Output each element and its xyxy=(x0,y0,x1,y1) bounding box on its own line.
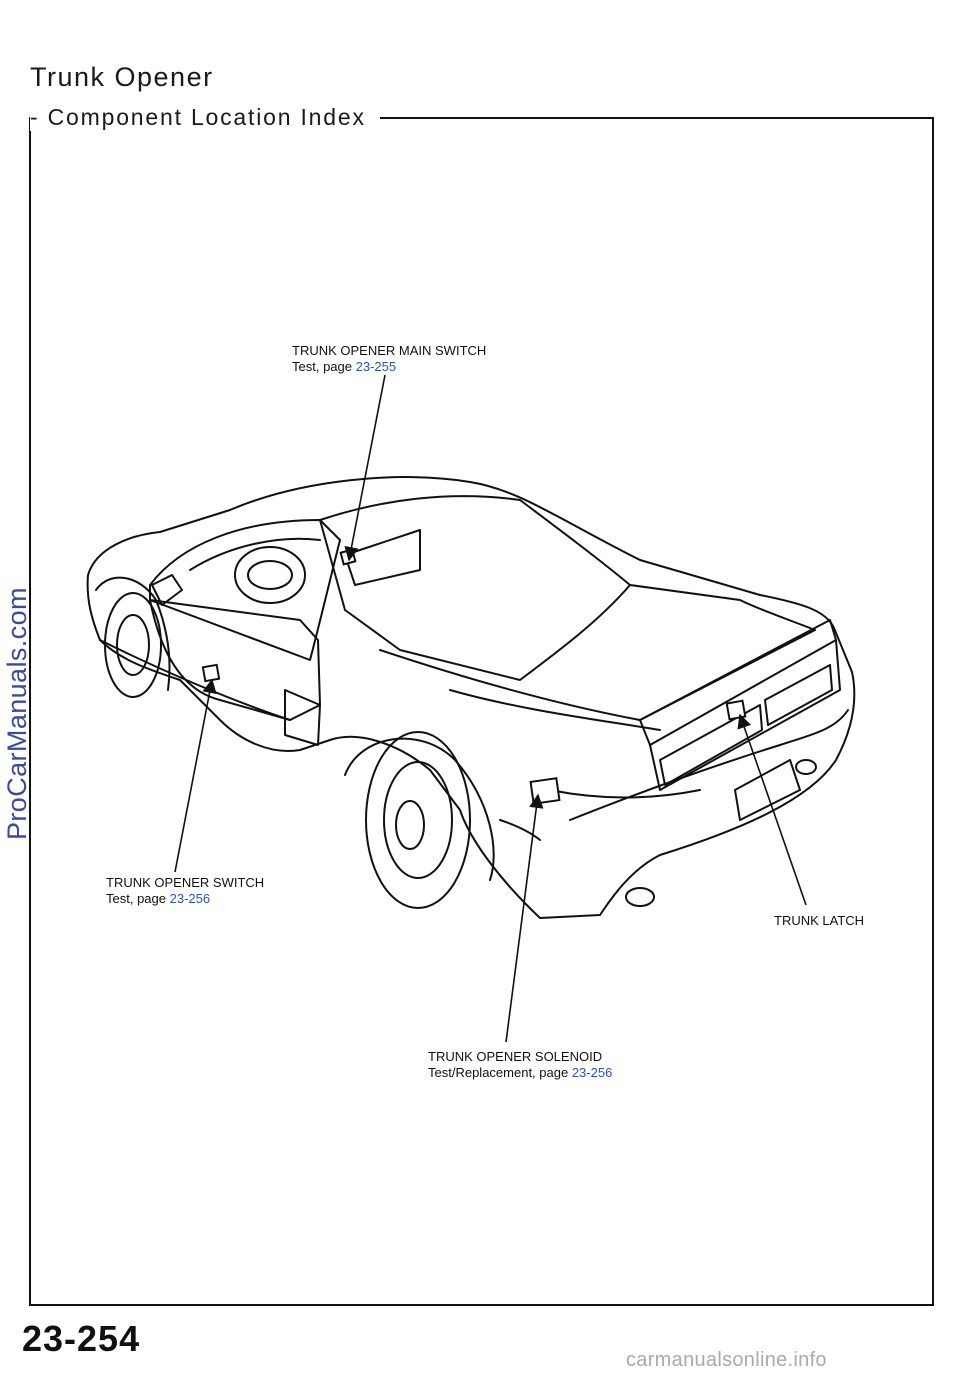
latch-name: TRUNK LATCH xyxy=(774,913,865,928)
leader-main-switch xyxy=(344,374,386,562)
car-body-outline xyxy=(86,476,856,919)
callout-main-switch: TRUNK OPENER MAIN SWITCH Test, page 23-2… xyxy=(292,343,486,375)
rear-spoiler xyxy=(639,619,837,746)
solenoid-prefix: Test/Replacement, page xyxy=(428,1065,569,1080)
main-switch-name: TRUNK OPENER MAIN SWITCH xyxy=(292,343,487,358)
opener-switch-marker xyxy=(201,663,221,683)
opener-switch-prefix: Test, page xyxy=(106,891,166,906)
section-subtitle: - Component Location Index xyxy=(30,104,380,131)
watermark: ProCarManuals.com xyxy=(2,587,32,840)
front-wheel xyxy=(104,592,162,698)
roof xyxy=(319,495,631,681)
exhaust-right xyxy=(795,759,817,775)
callout-latch: TRUNK LATCH xyxy=(774,913,864,929)
leader-solenoid xyxy=(505,793,544,1043)
solenoid-marker xyxy=(529,777,561,805)
opener-switch-page-link[interactable]: 23-256 xyxy=(169,891,211,906)
leader-latch xyxy=(737,713,807,906)
diagram-frame xyxy=(29,117,934,1306)
main-switch-page-link[interactable]: 23-255 xyxy=(355,359,397,374)
main-switch-prefix: Test, page xyxy=(292,359,352,374)
steering-wheel xyxy=(234,546,306,604)
footer-site: carmanualsonline.info xyxy=(626,1349,827,1371)
tail-lights xyxy=(659,704,763,786)
component-markers xyxy=(201,548,747,805)
solenoid-page-link[interactable]: 23-256 xyxy=(571,1065,613,1080)
side-intake xyxy=(499,819,541,841)
rear-deck xyxy=(379,584,816,721)
callout-solenoid: TRUNK OPENER SOLENOID Test/Replacement, … xyxy=(428,1049,612,1081)
callout-opener-switch: TRUNK OPENER SWITCH Test, page 23-256 xyxy=(106,875,264,907)
solenoid-name: TRUNK OPENER SOLENOID xyxy=(428,1049,603,1064)
opener-switch-name: TRUNK OPENER SWITCH xyxy=(106,875,265,890)
latch-marker xyxy=(725,699,747,721)
leader-opener-switch xyxy=(174,678,217,873)
main-switch-marker xyxy=(339,548,357,566)
rear-bumper xyxy=(569,709,849,821)
rear-wheel xyxy=(365,731,471,909)
side-mirror xyxy=(151,574,183,606)
exhaust-left xyxy=(625,887,655,907)
windshield xyxy=(149,519,341,661)
page-number: 23-254 xyxy=(22,1318,141,1359)
door xyxy=(149,599,321,721)
page-title: Trunk Opener xyxy=(30,62,214,92)
